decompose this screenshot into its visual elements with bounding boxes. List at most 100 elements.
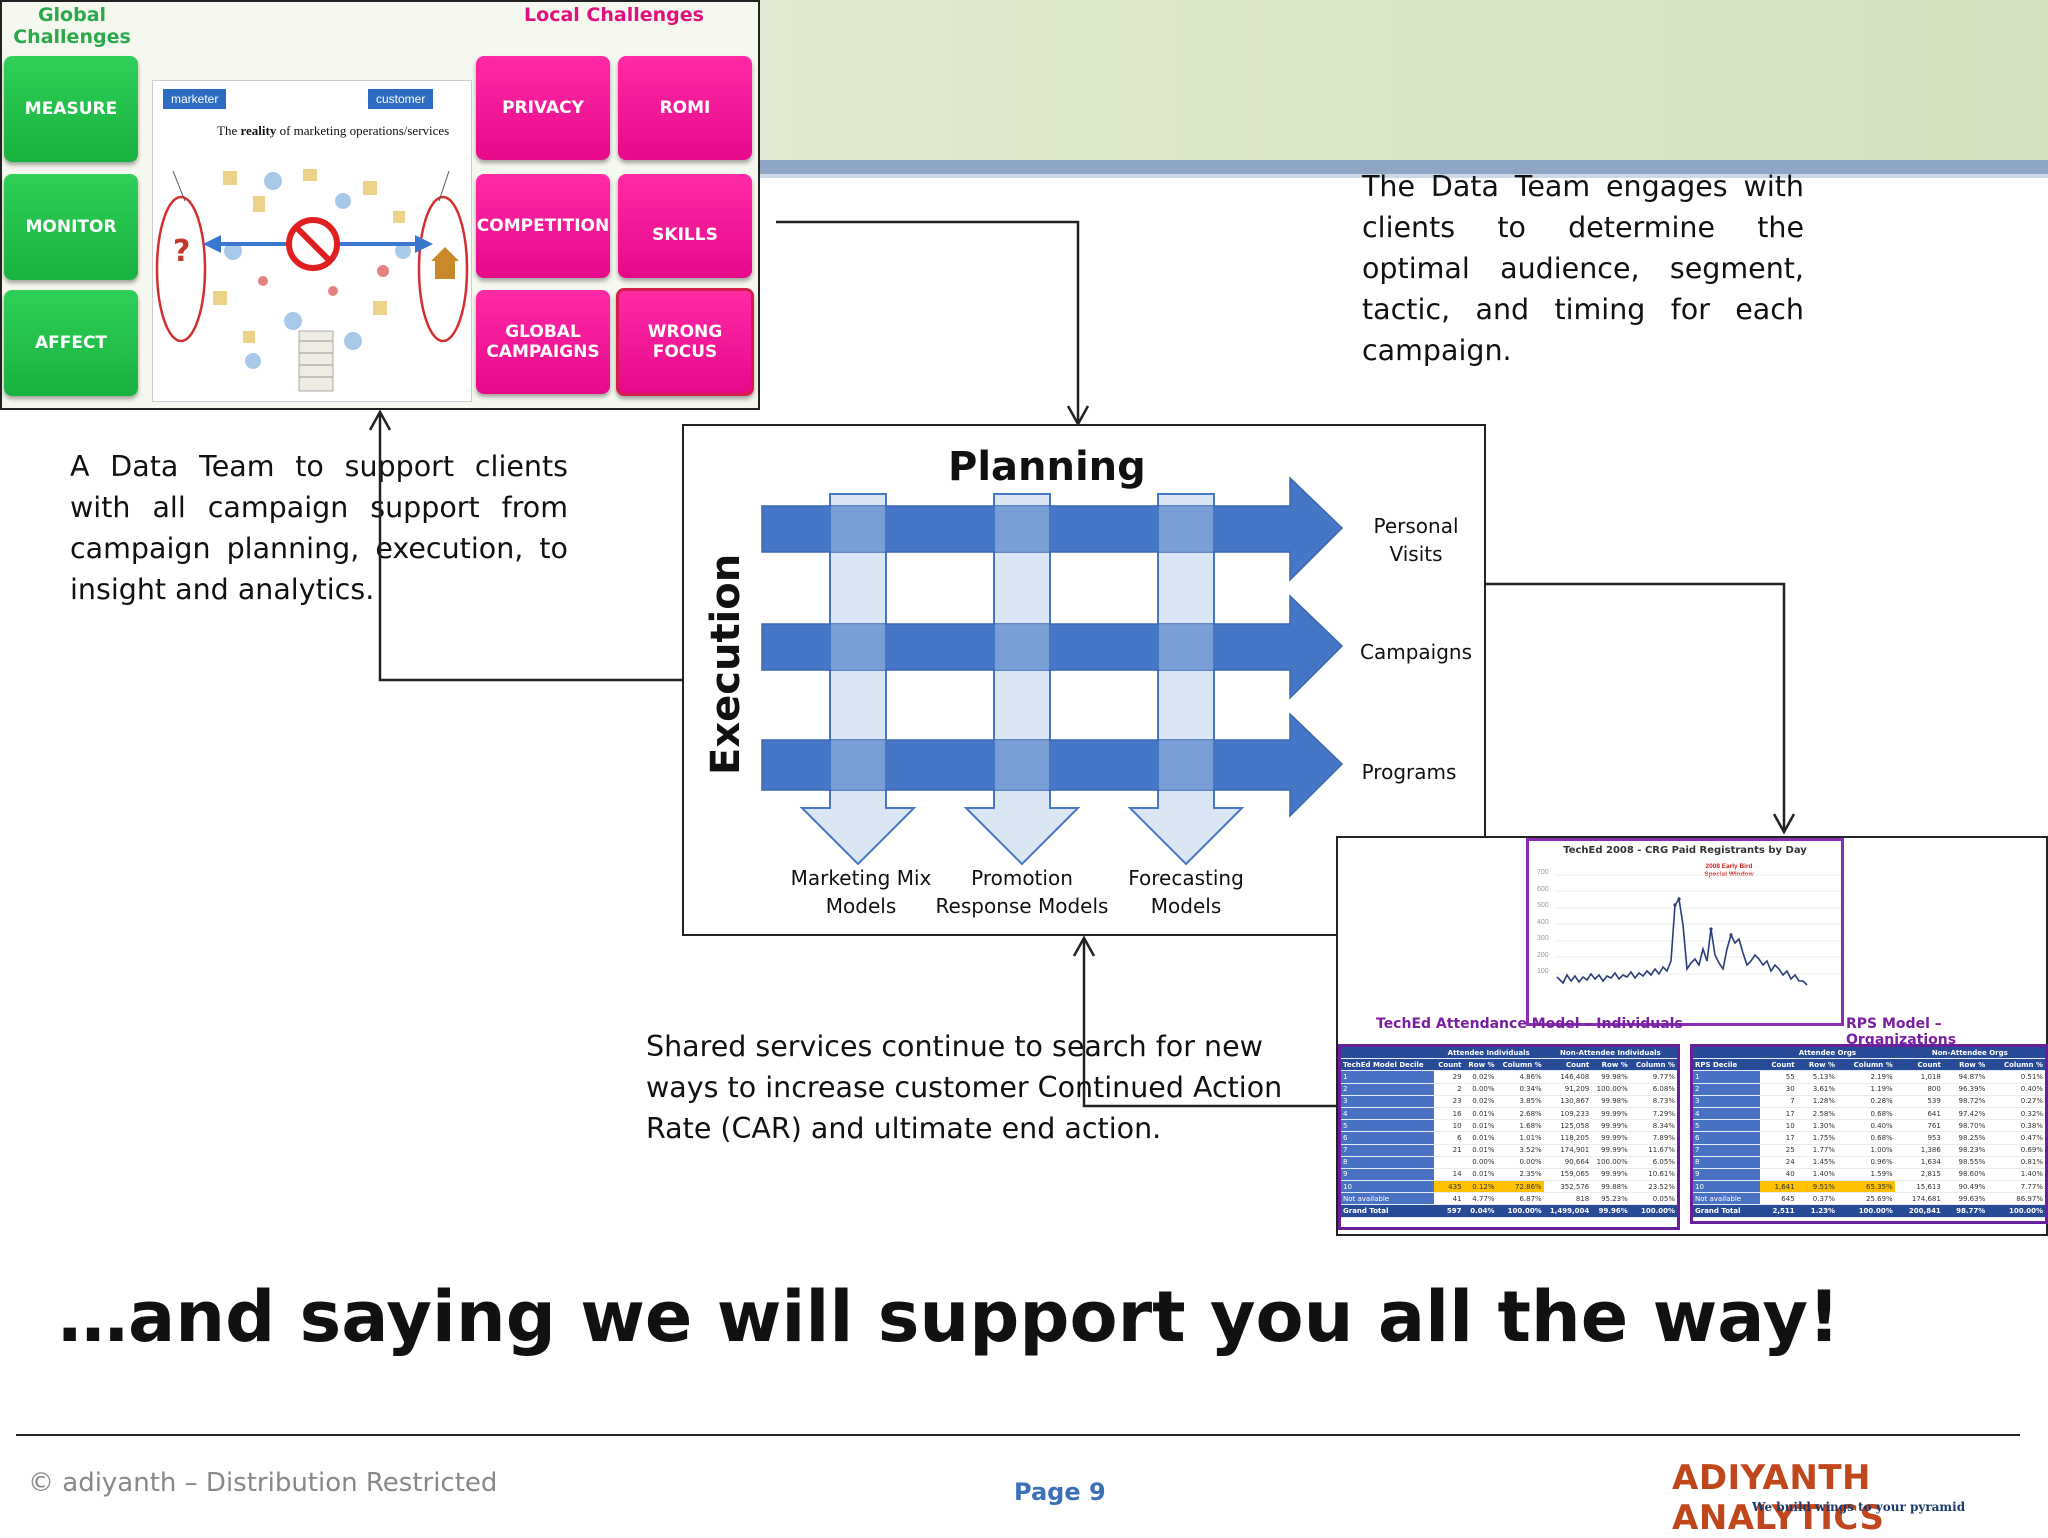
romi-button[interactable]: ROMI [618,56,752,160]
table-cell: 8.73% [1629,1095,1677,1108]
table-cell: 14 [1433,1168,1464,1182]
affect-button[interactable]: AFFECT [4,290,138,396]
personal-visits-label: Personal Visits [1373,514,1459,566]
table-cell: 352,576 [1543,1180,1592,1194]
data-team-support-text: A Data Team to support clients with all … [70,450,568,606]
table-cell: 5 [1341,1119,1434,1133]
table-cell: 8.34% [1629,1119,1677,1133]
table-cell: 98.77% [1942,1204,1988,1218]
left-header-non-attendee: Non-Attendee Individuals [1543,1047,1677,1060]
table-cell: 2 [1693,1083,1761,1096]
table-cell: 0.01% [1463,1119,1497,1133]
table-cell: 9.51% [1796,1180,1838,1194]
table-cell: 0.00% [1496,1156,1544,1169]
monitor-button[interactable]: MONITOR [4,174,138,280]
table-cell: 7.29% [1629,1107,1677,1121]
left-header-attendee: Attendee Individuals [1433,1047,1544,1060]
table-cell: 539 [1894,1095,1943,1108]
table-cell: 1.23% [1796,1204,1838,1218]
table-cell: 0.47% [1987,1131,2045,1145]
svg-text:?: ? [173,234,190,269]
measure-button[interactable]: MEASURE [4,56,138,162]
table-cell: 1.40% [1987,1168,2045,1182]
table-cell: 100.00% [1591,1083,1630,1096]
table-cell: 100.00% [1591,1156,1630,1169]
table-cell: 16 [1433,1107,1464,1121]
table-cell: 17 [1760,1131,1797,1145]
table-cell: 5 [1693,1119,1761,1133]
table-cell: 1.45% [1796,1156,1838,1169]
table-cell: 1.00% [1837,1144,1895,1157]
privacy-button[interactable]: PRIVACY [476,56,610,160]
arrow-grid [761,476,1344,866]
shared-services-text: Shared services continue to search for n… [646,1030,1283,1145]
table-cell: 98.60% [1942,1168,1988,1182]
table-cell: 23.52% [1629,1180,1677,1194]
table-cell: 25.69% [1837,1192,1895,1206]
table-cell: 2.19% [1837,1070,1895,1084]
table-cell: 1.75% [1796,1131,1838,1145]
table-cell: 435 [1433,1180,1464,1194]
table-cell: 30 [1760,1083,1797,1096]
table-cell: 24 [1760,1156,1797,1169]
table-cell: 94.87% [1942,1070,1988,1084]
wrong-focus-button[interactable]: WRONG FOCUS [616,288,754,396]
skills-button[interactable]: SKILLS [618,174,752,278]
table-cell: 1,386 [1894,1144,1943,1157]
table-cell: 1,634 [1894,1156,1943,1169]
table-cell: 3.61% [1796,1083,1838,1096]
table-cell: 118,205 [1543,1131,1592,1145]
table-cell: 6.08% [1629,1083,1677,1096]
table-cell: 3.85% [1496,1095,1544,1108]
table-cell: 1.59% [1837,1168,1895,1182]
table-cell: 8 [1693,1156,1761,1169]
table-cell: 0.96% [1837,1156,1895,1169]
table-cell: 0.68% [1837,1131,1895,1145]
local-challenges-header: Local Challenges [524,4,704,26]
table-cell: 2.35% [1496,1168,1544,1182]
table-cell: 95.23% [1591,1192,1630,1206]
table-cell: 146,408 [1543,1070,1592,1084]
table-cell: 0.00% [1463,1156,1497,1169]
table-cell: 1,499,004 [1543,1204,1592,1218]
table-cell: 800 [1894,1083,1943,1096]
data-team-engages-text: The Data Team engages with clients to de… [1362,170,1804,367]
table-cell: 72.86% [1496,1180,1544,1194]
table-cell: 2,511 [1760,1204,1797,1218]
competition-button[interactable]: COMPETITION [476,174,610,278]
table-cell: 99.99% [1591,1119,1630,1133]
reality-caption: The reality of marketing operations/serv… [217,123,450,138]
registrants-chart: TechEd 2008 - CRG Paid Registrants by Da… [1526,838,1844,1026]
table-cell: 10 [1693,1180,1761,1194]
table-cell: 6.05% [1629,1156,1677,1169]
table-cell: 10.61% [1629,1168,1677,1182]
global-campaigns-button[interactable]: GLOBAL CAMPAIGNS [476,290,610,394]
table-cell: 99.99% [1591,1131,1630,1145]
table-cell: 1,641 [1760,1180,1797,1194]
table-cell: 7.77% [1987,1180,2045,1194]
right-header-attendee: Attendee Orgs [1760,1047,1895,1060]
promotion-response-models-label: Promotion Response Models [935,866,1109,918]
table-cell: 2.68% [1496,1107,1544,1121]
table-cell: 0.01% [1463,1131,1497,1145]
table-cell: 11.67% [1629,1144,1677,1157]
table-cell: 0.27% [1987,1095,2045,1108]
marketer-tag: marketer [163,89,227,109]
table-cell: 1 [1341,1070,1434,1084]
table-cell: 86.97% [1987,1192,2045,1206]
table-cell: 0.81% [1987,1156,2045,1169]
table-cell: 3 [1341,1095,1434,1108]
table-cell: 641 [1894,1107,1943,1121]
table-cell: 0.40% [1987,1083,2045,1096]
table-cell: 5.13% [1796,1070,1838,1084]
